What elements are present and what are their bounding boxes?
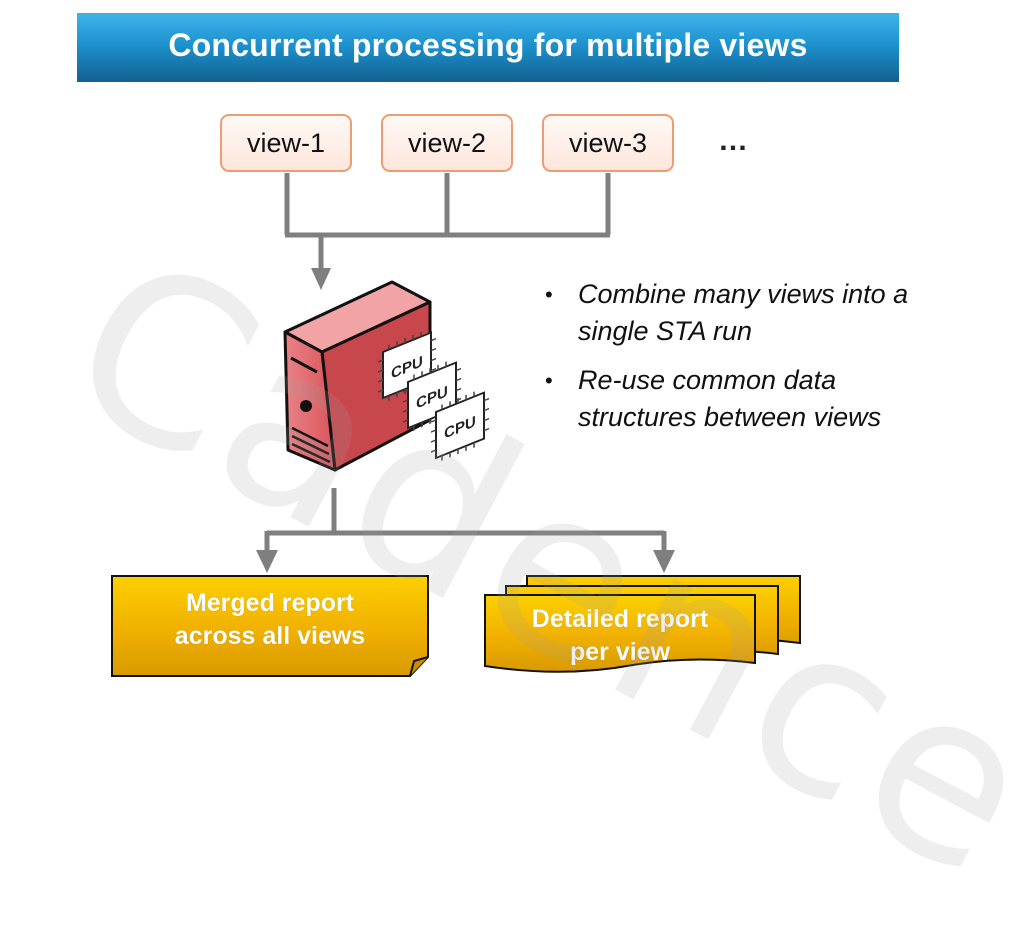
arrow-into-server (311, 268, 331, 290)
more-views-ellipsis: … (718, 124, 749, 157)
merged-report-line-2: across all views (174, 622, 366, 650)
bullet-text: Combine many views into a single STA run (578, 279, 909, 346)
detailed-report-line-2: per view (569, 638, 671, 666)
arrow-to-detailed-report (653, 550, 675, 573)
view-1-box[interactable]: view-1 (220, 114, 352, 172)
title-banner: Concurrent processing for multiple views (77, 13, 899, 82)
view-3-box[interactable]: view-3 (542, 114, 674, 172)
detailed-report-label: Detailed report per view (485, 603, 755, 669)
cpu-chip-3: CPU (431, 391, 489, 461)
view-2-box[interactable]: view-2 (381, 114, 513, 172)
arrow-to-merged-report (256, 550, 278, 573)
merged-report-line-1: Merged report (185, 589, 355, 617)
diagram-canvas: CPU CPU CPU (111, 173, 801, 677)
detailed-report-line-1: Detailed report (531, 605, 709, 633)
detailed-report-shape (484, 575, 801, 673)
view-connectors (284, 173, 611, 270)
bullet-dot-icon: • (545, 282, 553, 307)
feature-bullet-list: • Combine many views into a single STA r… (545, 276, 925, 448)
diagram-title: Concurrent processing for multiple views (168, 27, 808, 63)
bullet-item: • Re-use common data structures between … (545, 362, 925, 436)
merged-report-label: Merged report across all views (112, 587, 428, 653)
bullet-item: • Combine many views into a single STA r… (545, 276, 925, 350)
output-connectors (264, 488, 667, 552)
cpu-chip-icons: CPU CPU CPU (378, 331, 489, 461)
bullet-text: Re-use common data structures between vi… (578, 365, 882, 432)
merged-report-shape (111, 575, 429, 677)
bullet-dot-icon: • (545, 368, 553, 393)
